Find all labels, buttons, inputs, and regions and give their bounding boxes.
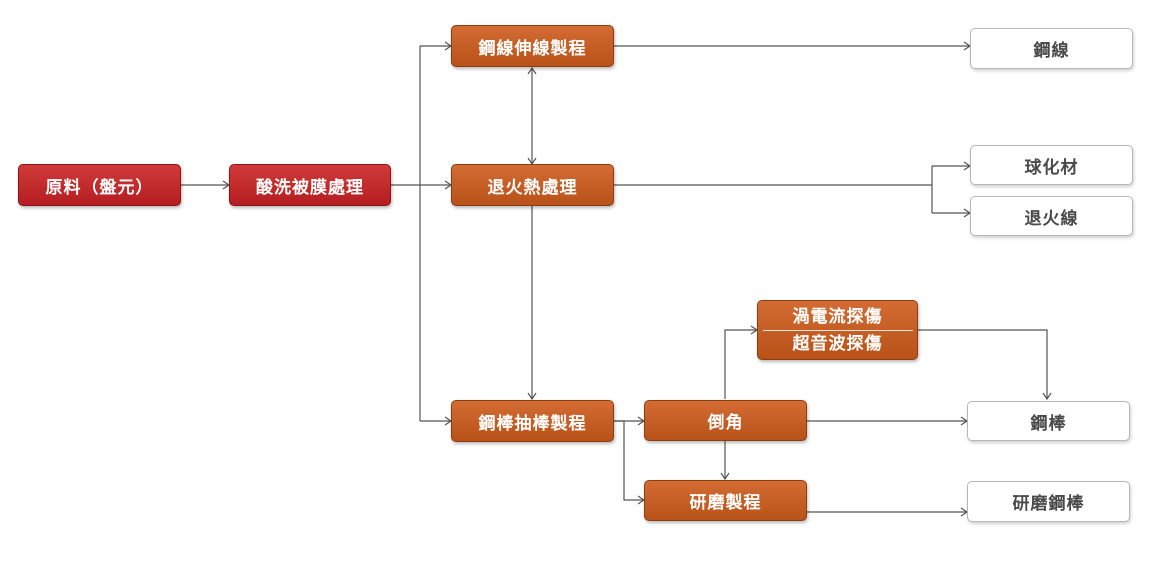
eddy-current-testing-label: 渦電流探傷 — [792, 307, 883, 327]
divider — [762, 330, 913, 331]
node-nondestructive-testing: 渦電流探傷 超音波探傷 — [757, 300, 918, 360]
node-grinding: 研磨製程 — [644, 480, 807, 521]
node-bar-drawing: 鋼棒抽棒製程 — [451, 400, 614, 442]
product-steel-bar: 鋼棒 — [967, 401, 1130, 441]
node-chamfering: 倒角 — [644, 400, 807, 441]
ultrasonic-testing-label: 超音波探傷 — [792, 334, 883, 354]
connector-bar-to-grinding — [614, 420, 644, 501]
node-raw-material: 原料（盤元） — [18, 164, 181, 206]
connector-chamfer-to-testing — [724, 329, 757, 399]
node-wire-drawing: 鋼線伸線製程 — [451, 25, 614, 67]
arrowhead — [1042, 392, 1052, 401]
product-ground-steel-bar: 研磨鋼棒 — [967, 481, 1130, 522]
node-pickling-coating: 酸洗被膜處理 — [229, 164, 391, 206]
connector-testing-to-steel-bar — [918, 329, 1048, 399]
arrowhead — [527, 392, 537, 401]
product-spheroidized-material: 球化材 — [970, 145, 1133, 185]
product-steel-wire: 鋼線 — [970, 28, 1133, 69]
connector-annealing-split — [614, 166, 933, 213]
product-annealed-wire: 退火線 — [970, 196, 1133, 236]
arrowhead — [720, 472, 730, 481]
connector-pickling-trunk — [391, 46, 421, 421]
arrowhead — [527, 66, 537, 75]
node-annealing: 退火熱處理 — [451, 164, 614, 206]
